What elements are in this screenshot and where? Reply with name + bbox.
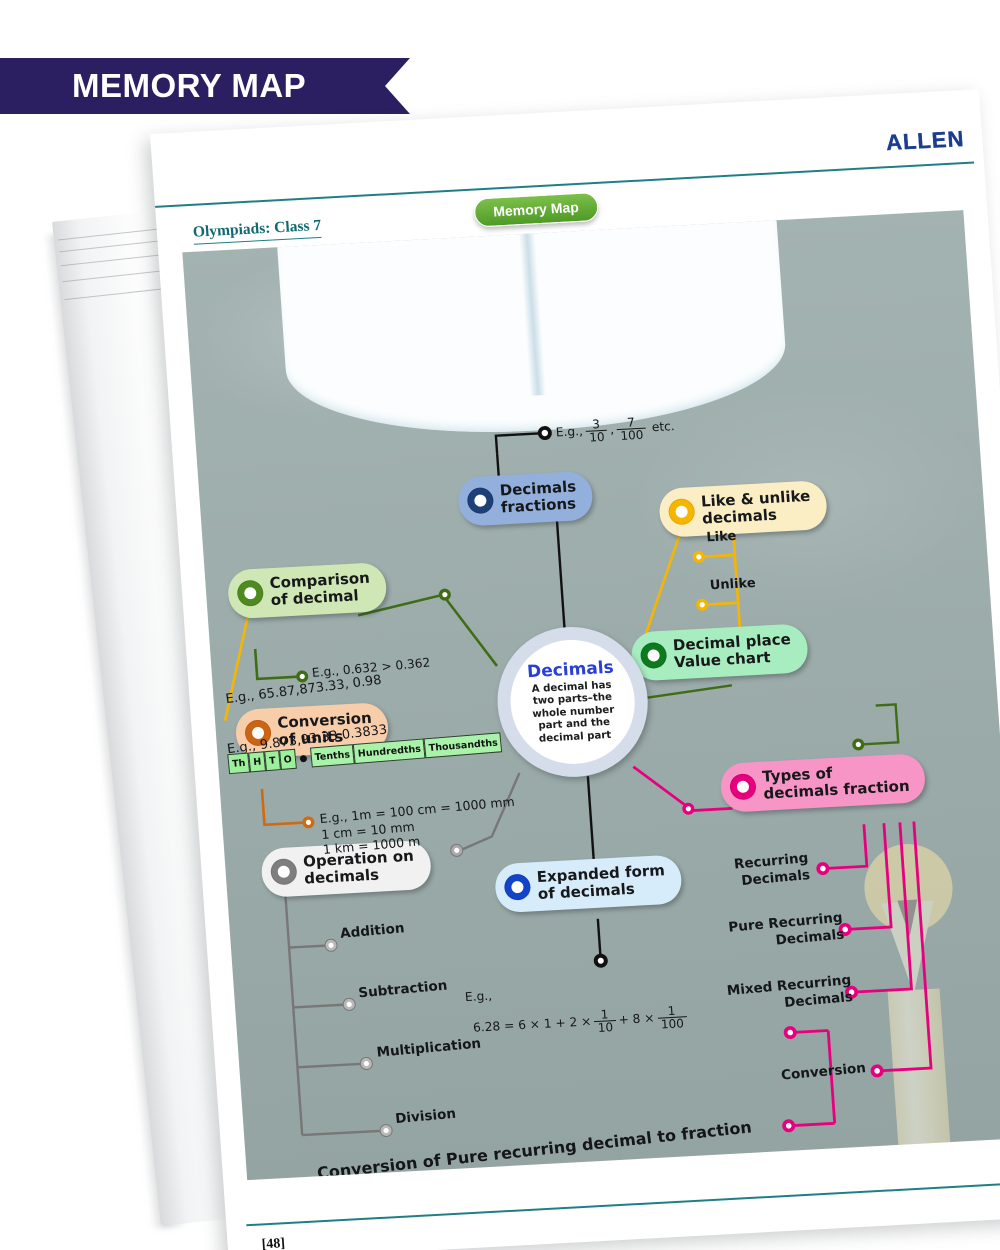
node-like-unlike-decimals[interactable]: Like & unlike decimals [658, 479, 829, 538]
node-bullet-icon [236, 579, 265, 607]
node-bullet-icon [269, 857, 298, 886]
memory-map-chip: Memory Map [473, 191, 599, 228]
decimal-point-icon [299, 754, 308, 762]
fraction-157-9: 157 9 [586, 1161, 618, 1181]
node-label: Comparison of decimal [268, 568, 371, 609]
breadcrumb: Olympiads: Class 7 [192, 216, 323, 245]
fraction-1-100: 1 100 [657, 1004, 688, 1032]
node-label: Decimal place Value chart [672, 630, 792, 672]
pv-cell-o: O [278, 748, 297, 771]
pv-cell-h: H [248, 751, 267, 773]
book-stage: ALLEN Olympiads: Class 7 Memory Map [0, 89, 1000, 1250]
node-bullet-icon [639, 641, 668, 669]
node-decimals-fractions[interactable]: Decimals fractions [456, 470, 595, 527]
node-label: Decimals fractions [499, 477, 577, 517]
node-expanded-form-of-decimals[interactable]: Expanded form of decimals [493, 854, 684, 913]
node-decimal-place-value-chart[interactable]: Decimal place Value chart [629, 623, 809, 682]
node-label: Expanded form of decimals [536, 861, 666, 903]
branch-unlike: Unlike [709, 575, 757, 594]
center-title: Decimals [526, 657, 615, 683]
center-description: A decimal has two parts–the whole number… [531, 679, 615, 745]
node-bullet-icon [503, 873, 532, 901]
node-label: Types of decimals fraction [761, 763, 911, 803]
mindmap-board: Decimals fractions Like & unlike decimal… [182, 210, 1000, 1181]
pv-cell-th: Th [227, 752, 251, 775]
fraction-3-10: 3 10 [585, 417, 609, 445]
book-page: ALLEN Olympiads: Class 7 Memory Map [150, 89, 1000, 1250]
branch-recurring-decimals: Recurring Decimals [733, 850, 811, 889]
fraction-4-9: 4 9 [550, 1167, 567, 1181]
example-expanded-prefix: E.g., [464, 988, 493, 1005]
page-number: [48] [261, 1236, 286, 1250]
node-label: Like & unlike decimals [700, 486, 811, 528]
ribbon-shape: MEMORY MAP [0, 58, 410, 114]
fraction-7-100: 7 100 [616, 415, 647, 443]
branch-like: Like [706, 528, 737, 546]
node-bullet-icon [729, 772, 757, 801]
banner-title: MEMORY MAP [72, 67, 307, 104]
header-ribbon: MEMORY MAP [0, 58, 410, 114]
node-bullet-icon [667, 497, 696, 526]
fraction-1-10: 1 10 [594, 1007, 617, 1035]
node-comparison-of-decimal[interactable]: Comparison of decimal [226, 561, 389, 619]
allen-logo: ALLEN [885, 125, 966, 156]
node-bullet-icon [466, 486, 495, 515]
pv-cell-tenths: Tenths [309, 744, 355, 768]
footer-rule [246, 1181, 1000, 1227]
